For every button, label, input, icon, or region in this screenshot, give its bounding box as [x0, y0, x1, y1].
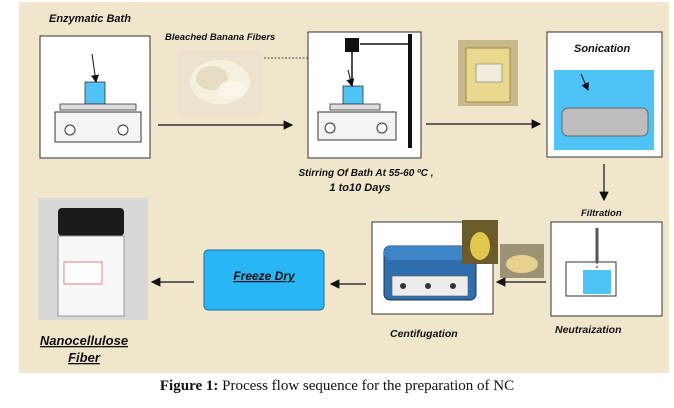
bleached-fibers-photo	[178, 50, 262, 116]
sonication-label: Sonication	[574, 43, 631, 55]
freeze-dry-box	[203, 249, 325, 311]
stirring-label-line2: 1 to10 Days	[329, 182, 390, 194]
neutralization-label: Neutraization	[555, 324, 622, 336]
nanocellulose-label-line2: Fiber	[68, 350, 101, 365]
figure-caption: Figure 1: Process flow sequence for the …	[0, 378, 674, 395]
stirring-label-line1: Stirring Of Bath At 55-60 ºC ,	[299, 168, 434, 179]
stirring-apparatus	[307, 31, 422, 159]
beaker-photo	[500, 244, 544, 278]
jar-photo	[458, 40, 518, 106]
enzymatic-bath-label: Enzymatic Bath	[49, 13, 131, 25]
caption-prefix: Figure 1:	[159, 378, 219, 394]
process-flow-diagram: Enzymatic Bath Bleached Banana Fibers St…	[19, 2, 669, 373]
filtration-label: Filtration	[581, 208, 622, 219]
freeze-dry-label: Freeze Dry	[233, 269, 296, 283]
enzymatic-bath-apparatus	[39, 35, 151, 159]
bleached-fibers-label: Bleached Banana Fibers	[165, 32, 275, 43]
centrifugation-apparatus	[371, 221, 494, 315]
neutralization-apparatus	[550, 221, 663, 317]
centrifuge-tube-photo	[462, 220, 498, 264]
caption-text: Process flow sequence for the preparatio…	[218, 378, 515, 394]
nanocellulose-label-line1: Nanocellulose	[40, 333, 128, 348]
nanocellulose-bottle-photo	[38, 198, 148, 320]
sonication-apparatus	[546, 31, 663, 158]
centrifugation-label: Centifugation	[390, 328, 458, 340]
